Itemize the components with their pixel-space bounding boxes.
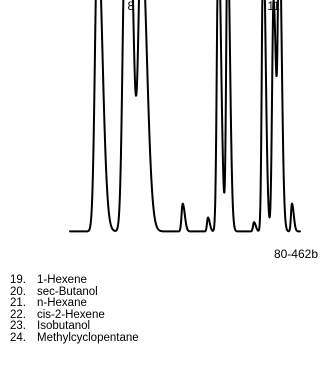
legend-number: 20. xyxy=(10,285,26,298)
legend-compound-name: cis-2-Hexene xyxy=(37,308,105,321)
legend-item: 19. 1-Hexene xyxy=(10,274,310,287)
chromatogram-trace xyxy=(69,0,301,233)
legend-number: 21. xyxy=(10,297,26,310)
legend-item: 22. cis-2-Hexene xyxy=(10,308,310,322)
peak-legend: 19. 1-Hexene 20. sec-Butanol 21. n-Hexane 22. c… xyxy=(10,274,310,345)
legend-item: 24. Methylcyclopentane xyxy=(10,331,310,345)
legend-number: 24. xyxy=(10,331,26,344)
legend-compound-name: Isobutanol xyxy=(37,320,91,333)
legend-number: 22. xyxy=(10,308,26,321)
legend-item: 23. Isobutanol xyxy=(10,321,310,333)
legend-compound-name: sec-Butanol xyxy=(37,285,98,298)
chromatogram-plot: 8 11 80-462b xyxy=(69,0,318,260)
legend-item: 21. n-Hexane xyxy=(10,298,310,310)
legend-compound-name: Methylcyclopentane xyxy=(37,331,139,344)
legend-number: 23. xyxy=(10,320,26,333)
legend-compound-name: n-Hexane xyxy=(37,297,87,310)
legend-number: 19. xyxy=(10,274,26,286)
figure-code: 80-462b xyxy=(274,247,318,260)
peak-label: 11 xyxy=(267,0,280,13)
legend-compound-name: 1-Hexene xyxy=(37,274,87,286)
peak-label: 8 xyxy=(128,0,135,13)
legend-item: 20. sec-Butanol xyxy=(10,285,310,299)
peak-labels: 8 11 xyxy=(128,0,281,13)
